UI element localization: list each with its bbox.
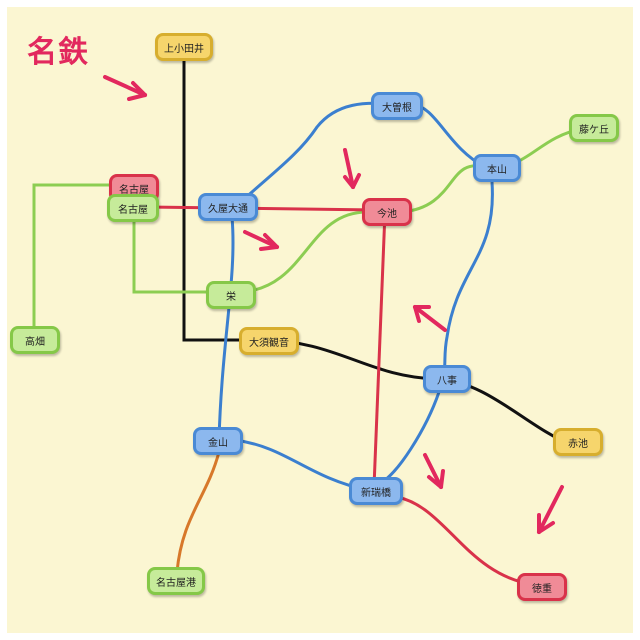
station-tokushige[interactable]: 徳重 xyxy=(517,573,567,601)
station-kanayama[interactable]: 金山 xyxy=(193,427,243,455)
blue-line-3 xyxy=(440,181,494,380)
station-nagoya-green[interactable]: 名古屋 xyxy=(107,194,159,222)
red-line xyxy=(146,205,378,212)
station-fujigaoka[interactable]: 藤ケ丘 xyxy=(569,114,619,142)
arrow-icon xyxy=(243,230,279,251)
blue-line xyxy=(228,101,391,214)
station-nagoyako[interactable]: 名古屋港 xyxy=(147,567,205,595)
arrow-icon xyxy=(413,305,447,332)
station-takabata[interactable]: 高畑 xyxy=(10,326,60,354)
station-osukannon[interactable]: 大須観音 xyxy=(239,327,299,355)
station-hisayaodori[interactable]: 久屋大通 xyxy=(198,193,258,221)
station-yagoto[interactable]: 八事 xyxy=(423,365,471,393)
station-ozone[interactable]: 大曽根 xyxy=(371,92,423,120)
arrow-icon xyxy=(423,453,445,489)
orange-line xyxy=(175,451,221,573)
green-line-2 xyxy=(132,222,227,294)
red-line-3 xyxy=(396,495,538,587)
green-line xyxy=(32,183,135,337)
station-motoyama[interactable]: 本山 xyxy=(473,154,521,182)
station-sakae[interactable]: 栄 xyxy=(206,281,256,309)
subway-map: 名鉄 上小田井 大曽根 藤ケ丘 本山 名古屋 名古屋 久屋大通 今池 栄 高畑 … xyxy=(7,7,633,633)
blue-line-6 xyxy=(234,438,368,492)
arrow-icon xyxy=(537,485,564,534)
station-aratamabashi[interactable]: 新瑞橋 xyxy=(349,477,403,505)
blue-line-5 xyxy=(217,216,235,441)
station-akaike[interactable]: 赤池 xyxy=(553,428,603,456)
station-imaike[interactable]: 今池 xyxy=(362,198,412,226)
red-line-2 xyxy=(372,211,387,488)
green-line-3 xyxy=(241,210,368,294)
station-kamiotai[interactable]: 上小田井 xyxy=(155,33,213,61)
logo-text: 名鉄 xyxy=(27,35,89,70)
arrow-icon xyxy=(103,75,147,101)
arrow-icon xyxy=(343,148,361,189)
annotation-arrows xyxy=(103,75,564,534)
